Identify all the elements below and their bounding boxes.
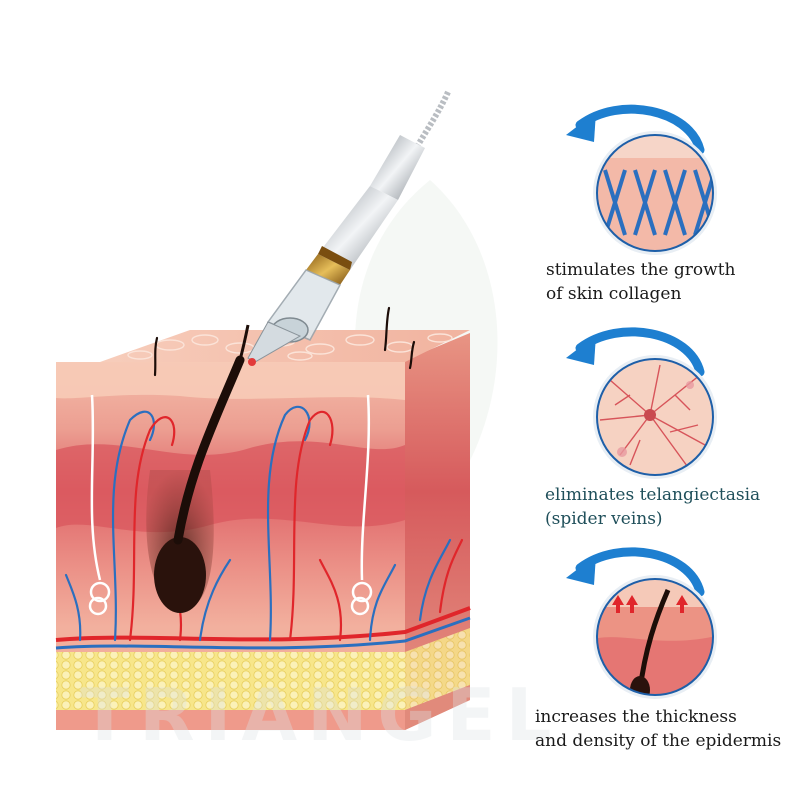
pen-cord xyxy=(415,90,451,147)
caption-line: stimulates the growth xyxy=(546,260,736,280)
caption-line: increases the thickness xyxy=(535,707,737,727)
arrowhead-icon xyxy=(566,555,596,585)
arrowhead-icon xyxy=(566,335,596,365)
spider-veins-icon xyxy=(597,359,713,475)
arrowhead-icon xyxy=(566,112,596,142)
artery-line xyxy=(55,606,471,642)
callout-caption-epidermis: increases the thickness and density of t… xyxy=(535,705,781,753)
skin-side-face xyxy=(405,333,470,730)
caption-line: of skin collagen xyxy=(546,284,682,304)
callout-collagen xyxy=(566,104,717,255)
caption-line: eliminates telangiectasia xyxy=(545,485,761,505)
vein-line xyxy=(55,616,471,650)
caption-line: (spider veins) xyxy=(545,509,663,529)
blood-vessels xyxy=(64,405,464,642)
surface-hairs xyxy=(153,306,416,377)
fat-layer xyxy=(56,652,405,710)
callout-epidermis xyxy=(566,547,717,699)
caption-line: and density of the epidermis xyxy=(535,731,782,751)
hair-follicle xyxy=(146,324,250,613)
sweat-glands xyxy=(88,394,373,616)
microneedle-pen xyxy=(247,90,451,366)
callout-spider-veins xyxy=(566,327,717,479)
callout-caption-collagen: stimulates the growth of skin collagen xyxy=(546,258,735,306)
watermark-text: TRIANGEL xyxy=(80,673,561,757)
skin-block xyxy=(55,306,471,730)
callout-caption-spider-veins: eliminates telangiectasia (spider veins) xyxy=(545,483,760,531)
